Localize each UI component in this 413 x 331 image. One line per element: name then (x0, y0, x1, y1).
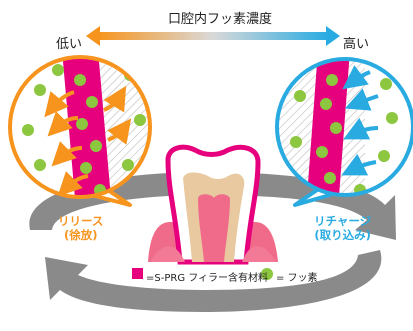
recharge-label-main: リチャージ (314, 214, 371, 228)
release-label: リリース (徐放) (58, 214, 103, 242)
release-label-main: リリース (58, 214, 103, 228)
concentration-gradient-arrow (86, 26, 340, 46)
release-label-sub: (徐放) (58, 228, 103, 242)
legend-fluoride-label: = フッ素 (276, 269, 318, 284)
scale-high-label: 高い (343, 33, 369, 52)
legend-sprg-label: =S-PRG フィラー含有材料 (146, 269, 268, 284)
legend-sprg-swatch (132, 268, 143, 279)
tooth-illustration (148, 147, 278, 262)
recharge-label: リチャージ (取り込み) (314, 214, 371, 242)
recharge-label-sub: (取り込み) (314, 228, 371, 242)
diagram-title: 口腔内フッ素濃度 (168, 8, 272, 27)
scale-low-label: 低い (56, 33, 82, 52)
